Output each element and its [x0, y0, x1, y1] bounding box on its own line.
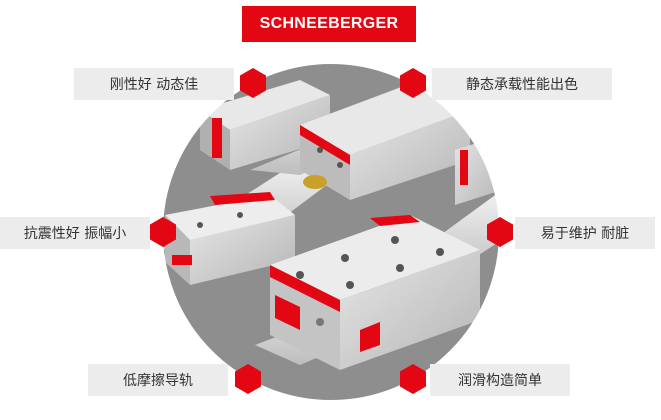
- feature-vibration: 抗震性好 振幅小: [0, 217, 150, 249]
- feature-friction: 低摩擦导轨: [88, 364, 228, 396]
- carriage-top-center: [300, 80, 470, 200]
- feature-static-load-text: 静态承载性能出色: [466, 77, 578, 93]
- hexagon-marker-static-load: [400, 68, 426, 98]
- feature-maintenance-text: 易于维护 耐脏: [540, 226, 630, 242]
- feature-vibration-text: 抗震性好 振幅小: [23, 226, 127, 242]
- brand-badge: SCHNEEBERGER: [242, 6, 416, 42]
- feature-friction-text: 低摩擦导轨: [123, 373, 193, 389]
- hexagon-marker-maintenance: [487, 217, 513, 247]
- brand-name: SCHNEEBERGER: [259, 15, 399, 32]
- carriage-front: [270, 215, 480, 370]
- feature-rigidity-text: 刚性好 动态佳: [109, 77, 199, 93]
- feature-maintenance: 易于维护 耐脏: [515, 217, 655, 249]
- feature-lubrication: 润滑构造简单: [430, 364, 570, 396]
- hexagon-marker-lubrication: [400, 364, 426, 394]
- feature-static-load: 静态承载性能出色: [432, 68, 612, 100]
- feature-rigidity: 刚性好 动态佳: [74, 68, 234, 100]
- lube-port: [303, 175, 327, 189]
- carriage-top-left: [200, 80, 330, 170]
- feature-lubrication-text: 润滑构造简单: [458, 373, 542, 389]
